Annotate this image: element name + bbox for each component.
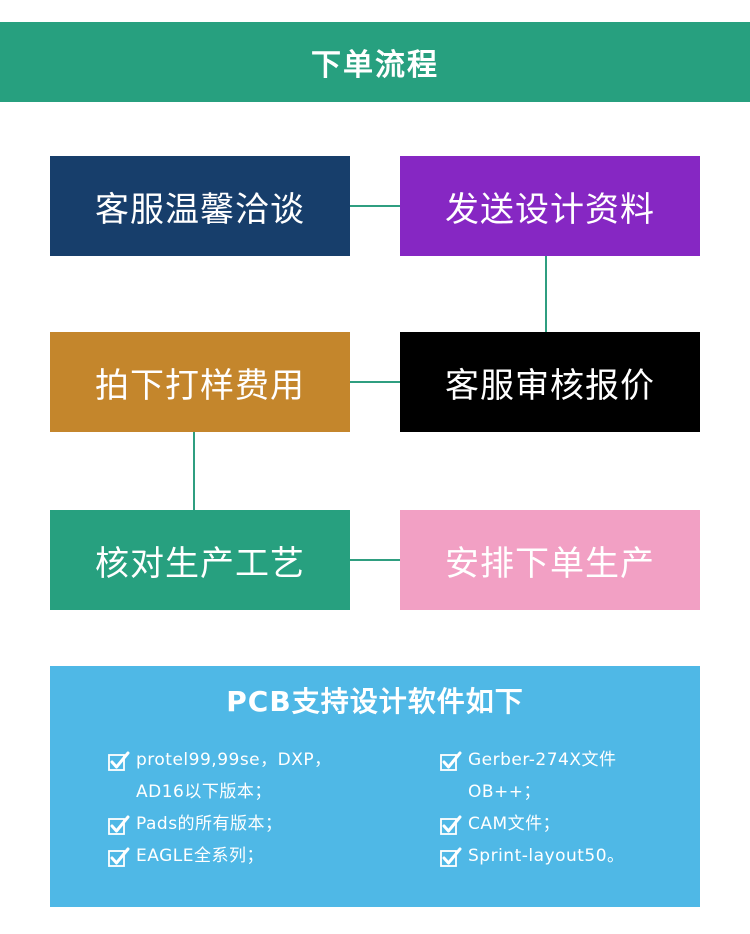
software-list-left: protel99,99se，DXP， AD16以下版本； Pads的所有版本； EAG… xyxy=(108,744,332,872)
software-list-right: Gerber-274X文件 OB++； CAM文件； Sprint-layout50。 xyxy=(440,744,625,872)
checkmark-icon xyxy=(440,750,462,771)
step-review-quote: 客服审核报价 xyxy=(400,332,700,432)
software-item-text: protel99,99se，DXP， xyxy=(136,750,332,770)
step-arrange-production: 安排下单生产 xyxy=(400,510,700,610)
checkmark-icon xyxy=(108,814,130,835)
software-item-text: OB++； xyxy=(468,782,542,802)
checkmark-icon xyxy=(108,750,130,771)
checkmark-icon xyxy=(440,846,462,867)
step-label: 拍下打样费用 xyxy=(95,365,305,406)
step-verify-process: 核对生产工艺 xyxy=(50,510,350,610)
software-item: CAM文件； xyxy=(440,808,625,840)
software-item: Sprint-layout50。 xyxy=(440,840,625,872)
software-item: Pads的所有版本； xyxy=(108,808,332,840)
software-item-text: CAM文件； xyxy=(468,814,561,834)
step-label: 客服温馨洽谈 xyxy=(95,189,305,230)
checkmark-icon xyxy=(440,814,462,835)
software-title: PCB支持设计软件如下 xyxy=(226,685,524,718)
software-support-panel: PCB支持设计软件如下 protel99,99se，DXP， AD16以下版本； P… xyxy=(50,666,700,907)
software-item: Gerber-274X文件 xyxy=(440,744,625,776)
software-item: EAGLE全系列； xyxy=(108,840,332,872)
step-send-design-files: 发送设计资料 xyxy=(400,156,700,256)
checkmark-icon xyxy=(108,846,130,867)
step-label: 发送设计资料 xyxy=(445,189,655,230)
step-label: 客服审核报价 xyxy=(445,365,655,406)
page-title: 下单流程 xyxy=(311,48,439,83)
software-item-text: Pads的所有版本； xyxy=(136,814,283,834)
software-item: OB++； xyxy=(440,776,625,808)
software-item: AD16以下版本； xyxy=(108,776,332,808)
software-item: protel99,99se，DXP， xyxy=(108,744,332,776)
software-item-text: Sprint-layout50。 xyxy=(468,846,625,866)
step-label: 核对生产工艺 xyxy=(95,543,305,584)
step-label: 安排下单生产 xyxy=(445,543,655,584)
software-item-text: AD16以下版本； xyxy=(136,782,272,802)
connector-4-5 xyxy=(193,432,195,510)
step-customer-consultation: 客服温馨洽谈 xyxy=(50,156,350,256)
connector-1-2 xyxy=(350,205,400,207)
connector-2-3 xyxy=(545,256,547,332)
software-item-text: EAGLE全系列； xyxy=(136,846,264,866)
connector-5-6 xyxy=(350,559,400,561)
software-item-text: Gerber-274X文件 xyxy=(468,750,617,770)
connector-3-4 xyxy=(350,381,400,383)
step-pay-sample-fee: 拍下打样费用 xyxy=(50,332,350,432)
header-banner: 下单流程 xyxy=(0,22,750,102)
